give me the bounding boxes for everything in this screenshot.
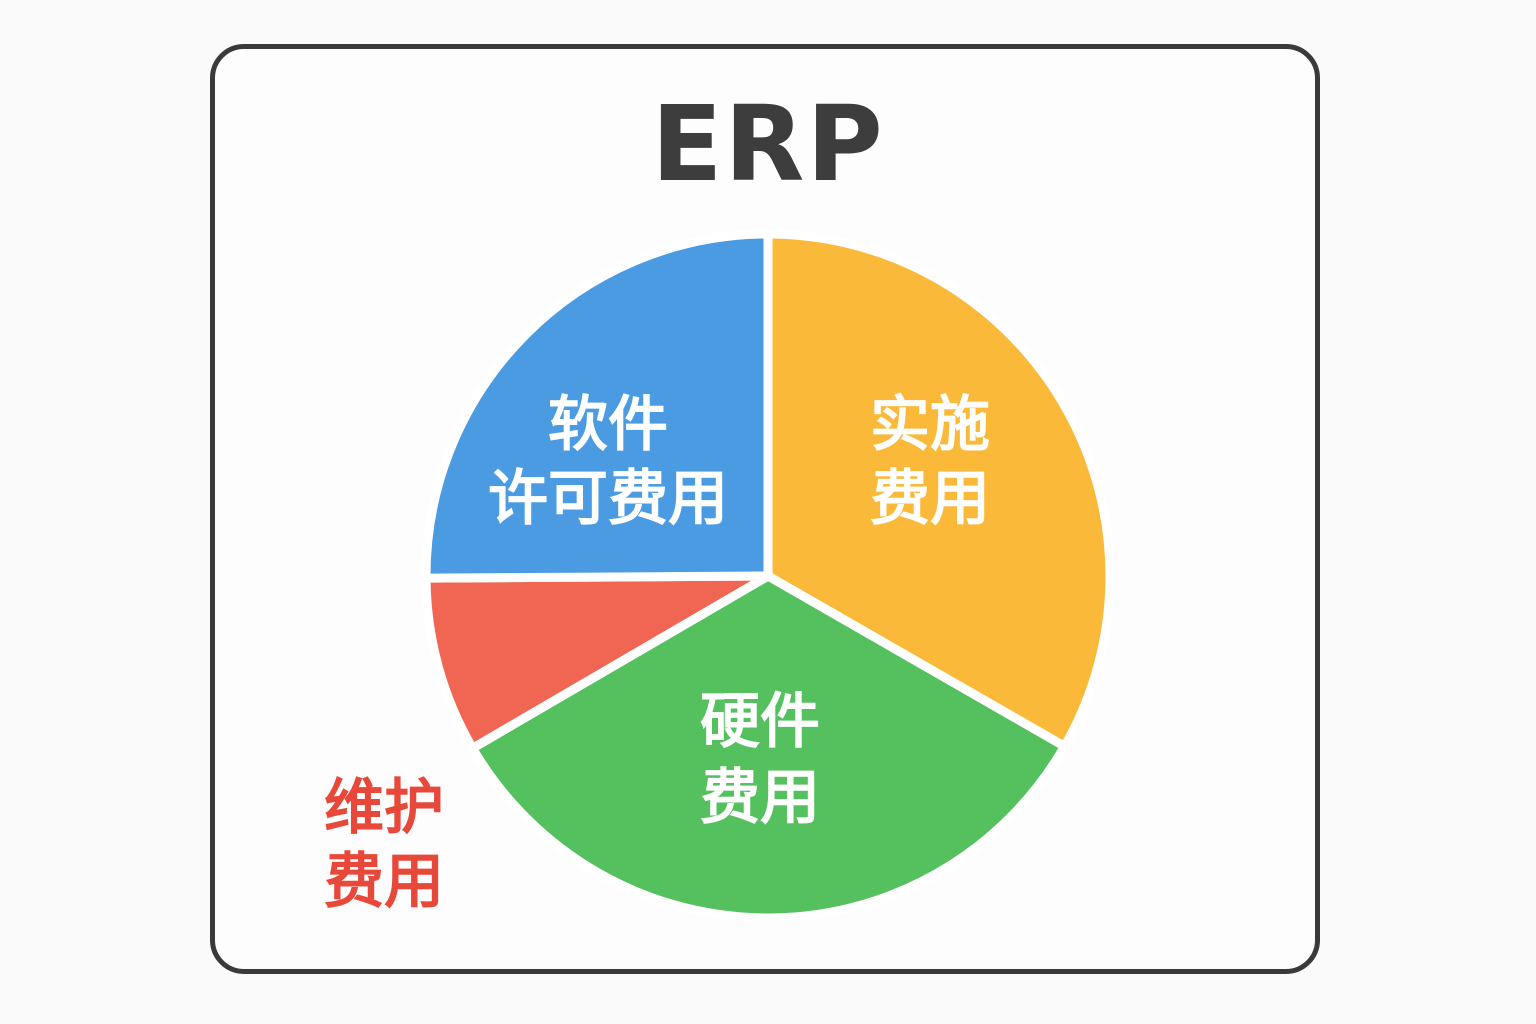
pie-slice-label-1: 实施费用: [870, 390, 990, 534]
pie-slice-label-line: 费用: [870, 464, 990, 534]
pie-slice-label-line: 硬件: [700, 687, 820, 757]
pie-slice-label-line: 费用: [324, 847, 444, 917]
pie-slice-label-2: 硬件费用: [700, 687, 820, 833]
pie-slice-2: [468, 571, 1070, 923]
pie-slice-3: [421, 571, 773, 753]
pie-slice-1: [763, 229, 1115, 751]
pie-slice-label-3: 维护费用: [324, 773, 444, 917]
pie-slice-label-line: 实施: [870, 390, 990, 460]
pie-slice-4: [421, 229, 773, 583]
chart-title: ERP: [651, 83, 885, 205]
pie-slice-label-line: 许可费用: [488, 464, 728, 534]
pie-slices: [421, 229, 1115, 923]
pie-slice-label-line: 软件: [548, 390, 668, 460]
pie-slice-label-4: 软件许可费用: [488, 390, 728, 534]
pie-slice-label-line: 费用: [700, 763, 820, 833]
pie-slice-label-line: 维护: [324, 773, 444, 843]
